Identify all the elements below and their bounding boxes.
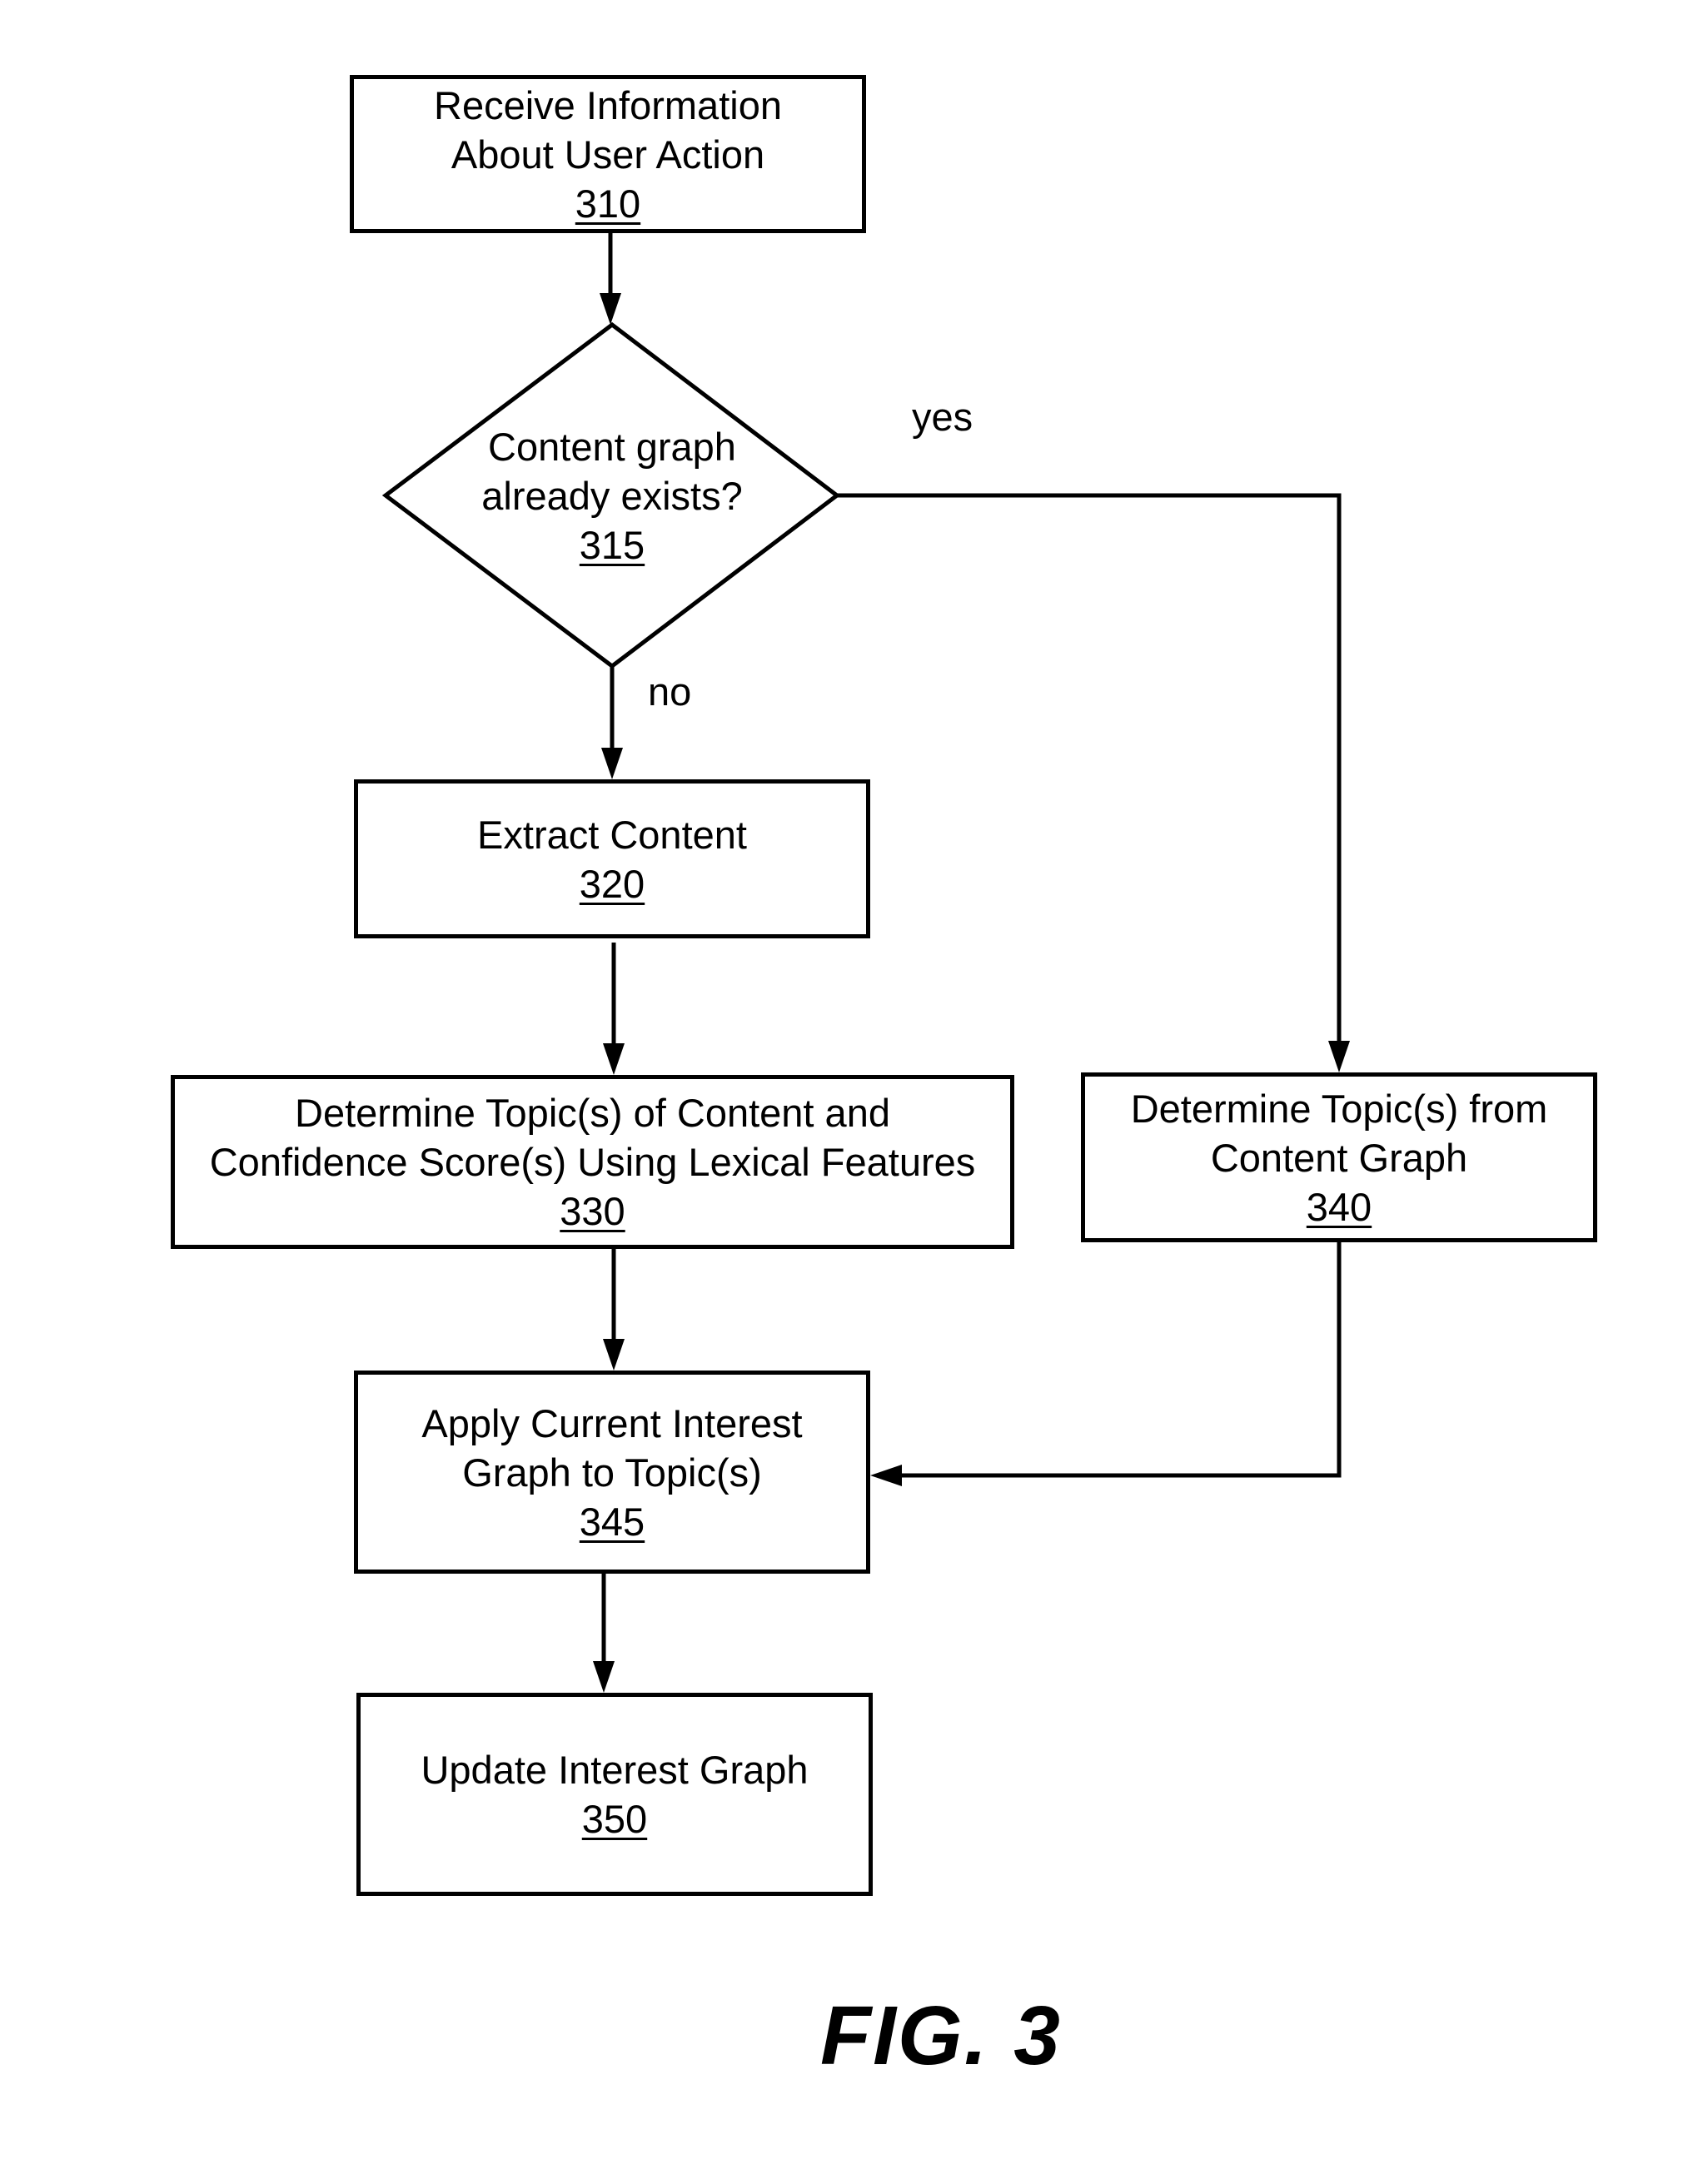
process-box-350: Update Interest Graph 350 (356, 1693, 873, 1896)
box-310-line-2: About User Action (451, 130, 764, 179)
box-350-ref: 350 (582, 1794, 647, 1843)
arrowhead-340-345 (870, 1465, 902, 1486)
decision-315-text: Content graph already exists? 315 (446, 416, 779, 575)
box-345-ref: 345 (580, 1497, 645, 1546)
connector-340-345 (899, 1242, 1339, 1475)
box-340-line-2: Content Graph (1211, 1133, 1467, 1182)
decision-315-ref: 315 (580, 520, 645, 570)
box-340-ref: 340 (1307, 1182, 1372, 1231)
box-320-line-1: Extract Content (477, 810, 747, 859)
process-box-340: Determine Topic(s) from Content Graph 34… (1081, 1072, 1597, 1242)
arrowhead-315-340 (1328, 1041, 1350, 1072)
process-box-345: Apply Current Interest Graph to Topic(s)… (354, 1371, 870, 1574)
edge-label-no: no (648, 669, 691, 715)
box-345-line-2: Graph to Topic(s) (462, 1448, 762, 1497)
figure-caption: FIG. 3 (820, 1990, 1062, 2082)
process-box-310: Receive Information About User Action 31… (350, 75, 866, 233)
decision-315-line-2: already exists? (481, 471, 743, 520)
box-350-line-1: Update Interest Graph (421, 1745, 808, 1794)
process-box-320: Extract Content 320 (354, 779, 870, 938)
box-330-line-1: Determine Topic(s) of Content and (295, 1088, 890, 1137)
box-310-ref: 310 (575, 179, 640, 228)
box-330-ref: 330 (560, 1187, 625, 1236)
connector-315-340 (837, 495, 1339, 1041)
box-340-line-1: Determine Topic(s) from (1131, 1084, 1548, 1133)
edge-label-yes: yes (912, 394, 973, 440)
arrowhead-310-315 (600, 293, 621, 325)
box-320-ref: 320 (580, 859, 645, 908)
box-310-line-1: Receive Information (434, 81, 782, 130)
arrowhead-345-350 (593, 1661, 615, 1693)
process-box-330: Determine Topic(s) of Content and Confid… (171, 1075, 1014, 1249)
arrowhead-320-330 (603, 1043, 625, 1075)
box-330-line-2: Confidence Score(s) Using Lexical Featur… (210, 1137, 976, 1187)
arrowhead-330-345 (603, 1339, 625, 1371)
box-345-line-1: Apply Current Interest (421, 1399, 802, 1448)
arrowhead-315-320 (601, 748, 623, 779)
decision-315-line-1: Content graph (488, 422, 736, 471)
